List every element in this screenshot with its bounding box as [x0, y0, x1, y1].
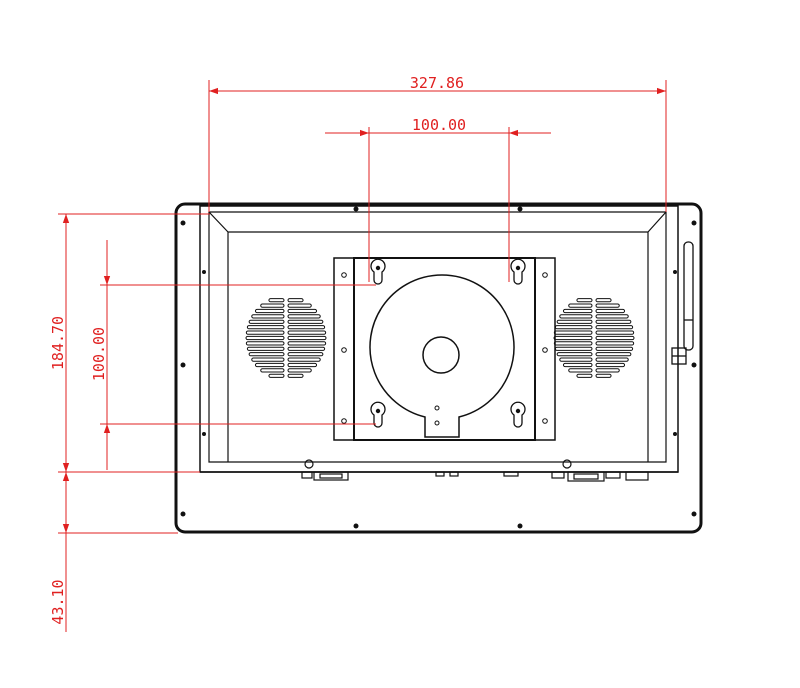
grille-slot — [246, 325, 285, 330]
grille-slot — [287, 298, 304, 303]
label-vesa-vertical: 100.00 — [90, 327, 108, 381]
grille-slot — [556, 352, 593, 357]
grille-slot — [556, 319, 593, 324]
grille-slot — [246, 346, 285, 351]
grille-slot — [245, 341, 285, 346]
dimension-lines — [58, 80, 667, 632]
speaker-grille-left — [245, 298, 327, 378]
keyhole-slot — [370, 401, 386, 428]
keyhole-pin — [515, 265, 521, 271]
grille-slot — [553, 335, 593, 341]
grille-slot — [595, 373, 612, 378]
grille-slot — [248, 352, 285, 357]
grille-slot — [595, 325, 634, 330]
grille-slot — [595, 357, 629, 362]
label-vesa-horizontal: 100.00 — [412, 116, 466, 134]
grille-slot — [287, 352, 324, 357]
label-overall-width: 327.86 — [410, 74, 464, 92]
grille-slot — [287, 357, 321, 362]
grille-slot — [595, 298, 612, 303]
grille-slot — [595, 319, 632, 324]
grille-slot — [595, 335, 635, 341]
grille-slot — [562, 308, 593, 314]
grille-slot — [554, 346, 593, 351]
label-overall-height: 184.70 — [49, 316, 67, 370]
grille-slot — [287, 346, 326, 351]
antenna — [671, 241, 694, 365]
grille-slot — [254, 362, 285, 368]
grille-slot — [268, 298, 285, 303]
grille-slot — [576, 298, 593, 303]
grille-slot — [559, 314, 593, 319]
monitor-housing — [174, 202, 703, 534]
keyhole-slot — [510, 401, 526, 428]
keyhole-pin — [375, 265, 381, 271]
bottom-connectors — [301, 459, 649, 482]
grille-slot — [595, 362, 626, 368]
grille-slot — [595, 368, 620, 373]
center-hole — [422, 336, 460, 374]
grille-slot — [595, 346, 634, 351]
grille-slot — [254, 308, 285, 314]
keyhole-slots — [370, 258, 526, 428]
grille-slot — [287, 362, 318, 368]
grille-slot — [268, 373, 285, 378]
grille-slot — [287, 314, 321, 319]
grille-slot — [554, 325, 593, 330]
vesa-mount-plate — [333, 257, 556, 441]
grille-slot — [568, 368, 593, 373]
grille-slot — [287, 373, 304, 378]
grille-slot — [559, 357, 593, 362]
grille-slot — [562, 362, 593, 368]
turntable-disc — [369, 274, 515, 438]
dimension-labels: 327.86 100.00 184.70 100.00 43.10 — [49, 74, 466, 625]
grille-slot — [595, 308, 626, 314]
grille-slot — [287, 308, 318, 314]
grille-slot — [595, 341, 635, 346]
bevel-outline — [208, 211, 667, 463]
keyhole-slot — [370, 258, 386, 285]
keyhole-pin — [515, 408, 521, 414]
grille-slot — [245, 330, 285, 335]
grille-slot — [287, 368, 312, 373]
grille-slot — [245, 335, 285, 341]
outer-frame — [174, 202, 703, 534]
grille-slot — [260, 303, 285, 308]
mount-plate-inner — [353, 257, 536, 441]
speaker-grille-right — [553, 298, 635, 378]
grille-slot — [287, 335, 327, 341]
housing-screws — [180, 206, 697, 529]
grille-slot — [553, 330, 593, 335]
keyhole-pin — [375, 408, 381, 414]
grille-slot — [251, 357, 285, 362]
grille-slot — [595, 303, 620, 308]
grille-slot — [595, 352, 632, 357]
grille-slot — [287, 325, 326, 330]
grille-slot — [251, 314, 285, 319]
grille-slot — [287, 330, 327, 335]
keyhole-slot — [510, 258, 526, 285]
grille-slot — [595, 330, 635, 335]
grille-slot — [260, 368, 285, 373]
grille-slot — [287, 303, 312, 308]
rear-cover-frame — [199, 205, 679, 473]
grille-slot — [287, 341, 327, 346]
grille-slot — [287, 319, 324, 324]
label-bottom-offset: 43.10 — [49, 579, 67, 624]
grille-slot — [248, 319, 285, 324]
grille-slot — [553, 341, 593, 346]
grille-slot — [595, 314, 629, 319]
grille-slot — [576, 373, 593, 378]
grille-slot — [568, 303, 593, 308]
